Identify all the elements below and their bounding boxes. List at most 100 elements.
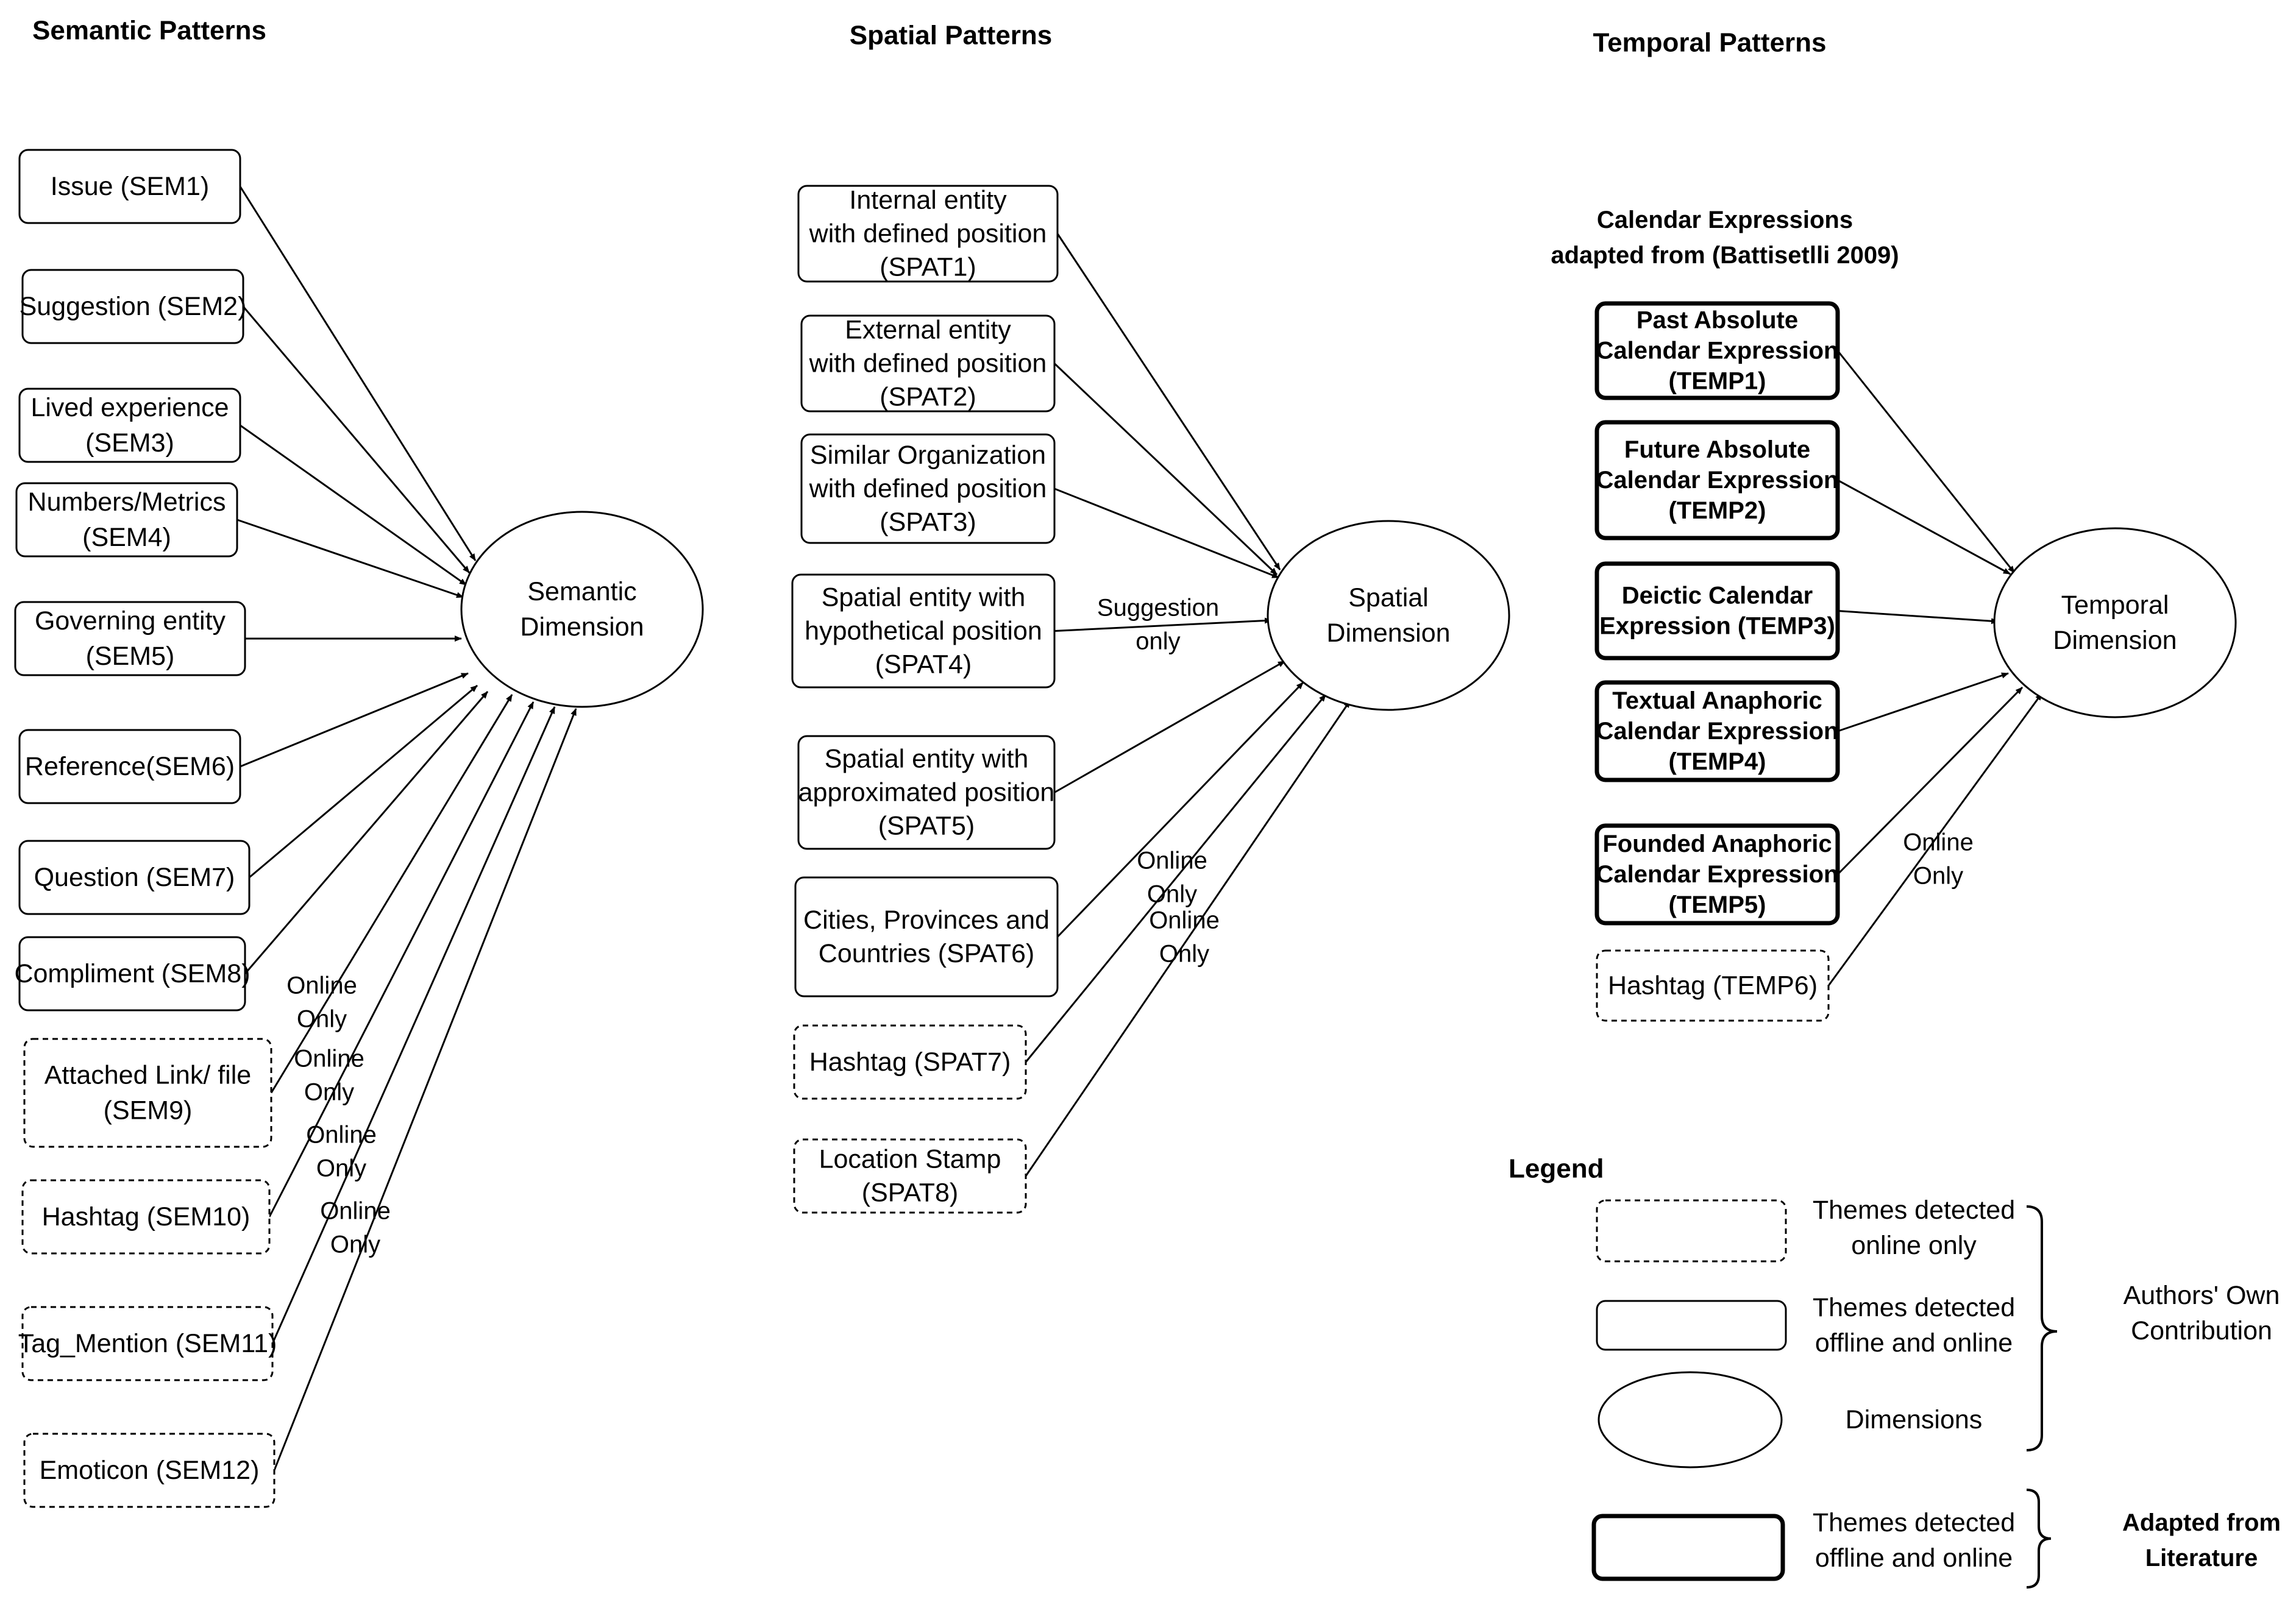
temp3-label-line-1: Deictic Calendar [1622, 583, 1813, 609]
temp2-edge [1837, 479, 2011, 575]
spatial-dimension[interactable] [1267, 520, 1510, 711]
temporal-patterns-header: Temporal Patterns [1593, 28, 1826, 58]
sem10-box[interactable] [21, 1179, 271, 1255]
spat2-edge [1053, 363, 1278, 576]
temporal-dimension-label-line-2: Dimension [2053, 626, 2177, 655]
sem2-box[interactable] [21, 269, 244, 344]
spat8-box[interactable] [793, 1138, 1027, 1214]
sem8-box[interactable] [18, 936, 246, 1012]
legend-dashed-box[interactable] [1596, 1199, 1787, 1263]
legend-item-2-label-line-1: Themes detected [1813, 1293, 2015, 1322]
spat2-label-line-2: with defined position [809, 349, 1047, 378]
sem1-box[interactable] [18, 149, 241, 224]
sem4-label-line-2: (SEM4) [82, 523, 171, 552]
online-only-label-1-line-1: Online [286, 973, 357, 999]
sem7-box[interactable] [18, 840, 251, 915]
spat3-edge [1054, 487, 1279, 579]
spat1-label-line-1: Internal entity [849, 186, 1007, 215]
spat2-box[interactable] [800, 314, 1056, 413]
edges-layer [236, 186, 2058, 1589]
online-only-label-2-line-2: Only [304, 1079, 354, 1106]
sem11-box[interactable] [21, 1306, 274, 1381]
sem9-label-line-1: Attached Link/ file [44, 1061, 251, 1090]
spat5-edge [1054, 660, 1285, 793]
sem4-label-line-1: Numbers/Metrics [28, 487, 226, 517]
temp3-box[interactable] [1594, 561, 1840, 661]
legend-item-1-label-line-2: online only [1851, 1231, 1977, 1260]
spat6-label-line-2: Countries (SPAT6) [819, 939, 1034, 968]
adapted-literature-brace [2026, 1489, 2052, 1589]
spat3-label-line-3: (SPAT3) [880, 508, 976, 537]
sem11-edge [271, 706, 556, 1344]
spat3-box[interactable] [800, 433, 1056, 544]
online-only-label-3-line-1: Online [306, 1122, 377, 1149]
legend-thick-box[interactable] [1591, 1514, 1785, 1581]
spat4-edge [1054, 617, 1272, 632]
spat5-box[interactable] [797, 735, 1056, 850]
spat1-label-line-3: (SPAT1) [880, 253, 976, 282]
spat5-label-line-1: Spatial entity with [825, 745, 1029, 774]
spatial-patterns-header: Spatial Patterns [850, 21, 1053, 51]
online-only-label-2-line-1: Online [294, 1046, 364, 1072]
temp4-edge [1837, 672, 2009, 732]
spat2-label-line-3: (SPAT2) [880, 383, 976, 412]
temp6-box[interactable] [1596, 949, 1830, 1022]
sem12-edge [273, 708, 577, 1471]
temporal-dimension[interactable] [1993, 527, 2237, 718]
spat7-box[interactable] [793, 1024, 1027, 1100]
temp4-box[interactable] [1594, 680, 1840, 782]
sem9-edge [270, 694, 513, 1094]
legend-item-3-label: Dimensions [1846, 1405, 1983, 1434]
spat7-label: Hashtag (SPAT7) [809, 1047, 1011, 1077]
legend-ellipse[interactable] [1598, 1371, 1783, 1469]
sem6-box[interactable] [18, 729, 241, 804]
temp1-label-line-3: (TEMP1) [1669, 368, 1766, 395]
spat7-edge [1025, 694, 1327, 1063]
temp1-label-line-1: Past Absolute [1637, 307, 1798, 334]
spat8-edge [1025, 700, 1351, 1177]
sem3-box[interactable] [18, 388, 241, 463]
sem2-edge [242, 306, 471, 573]
legend-item-4-label-line-2: offline and online [1815, 1543, 2013, 1573]
sem1-label: Issue (SEM1) [51, 172, 209, 201]
spat4-label-line-2: hypothetical position [805, 617, 1042, 646]
sem2-label: Suggestion (SEM2) [20, 292, 247, 321]
sem12-box[interactable] [23, 1433, 275, 1508]
sem9-label-line-2: (SEM9) [104, 1096, 193, 1125]
spat5-label-line-2: approximated position [798, 778, 1055, 807]
sem8-label: Compliment (SEM8) [14, 959, 250, 988]
spat8-label-line-1: Location Stamp [819, 1145, 1001, 1174]
authors-contribution-label-line-2: Contribution [2131, 1316, 2272, 1345]
temp2-box[interactable] [1594, 420, 1840, 540]
authors-contribution-label-line-1: Authors' Own [2124, 1281, 2280, 1310]
semantic-dimension[interactable] [460, 511, 704, 708]
legend-title: Legend [1509, 1154, 1604, 1184]
temp3-edge [1837, 610, 1999, 625]
spat8-label-line-2: (SPAT8) [862, 1178, 958, 1208]
spat3-label-line-1: Similar Organization [810, 441, 1046, 470]
online-only-label-1-line-2: Only [297, 1006, 347, 1033]
spat6-box[interactable] [794, 876, 1059, 997]
calendar-expressions-note-line-1: Calendar Expressions [1597, 207, 1853, 233]
spat4-box[interactable] [791, 573, 1056, 689]
spat3-label-line-2: with defined position [809, 474, 1047, 503]
temp1-box[interactable] [1594, 301, 1840, 400]
temp5-label-line-3: (TEMP5) [1669, 891, 1766, 918]
online-only-label-5-line-2: Only [1147, 881, 1197, 908]
spat1-edge [1056, 233, 1281, 570]
calendar-expressions-note-line-2: adapted from (Battisetlli 2009) [1551, 242, 1899, 269]
spat1-box[interactable] [797, 185, 1059, 283]
temp5-box[interactable] [1594, 823, 1840, 926]
legend-solid-box[interactable] [1596, 1300, 1787, 1351]
temp5-edge [1836, 686, 2024, 876]
legend-item-1-label-line-1: Themes detected [1813, 1196, 2015, 1225]
adapted-literature-label-line-1: Adapted from [2122, 1509, 2281, 1536]
sem6-edge [240, 672, 469, 768]
sem4-box[interactable] [15, 482, 238, 558]
sem9-box[interactable] [23, 1038, 272, 1148]
spat4-label-line-1: Spatial entity with [822, 583, 1026, 612]
sem5-box[interactable] [14, 601, 246, 676]
adapted-literature-label-line-2: Literature [2145, 1545, 2258, 1571]
